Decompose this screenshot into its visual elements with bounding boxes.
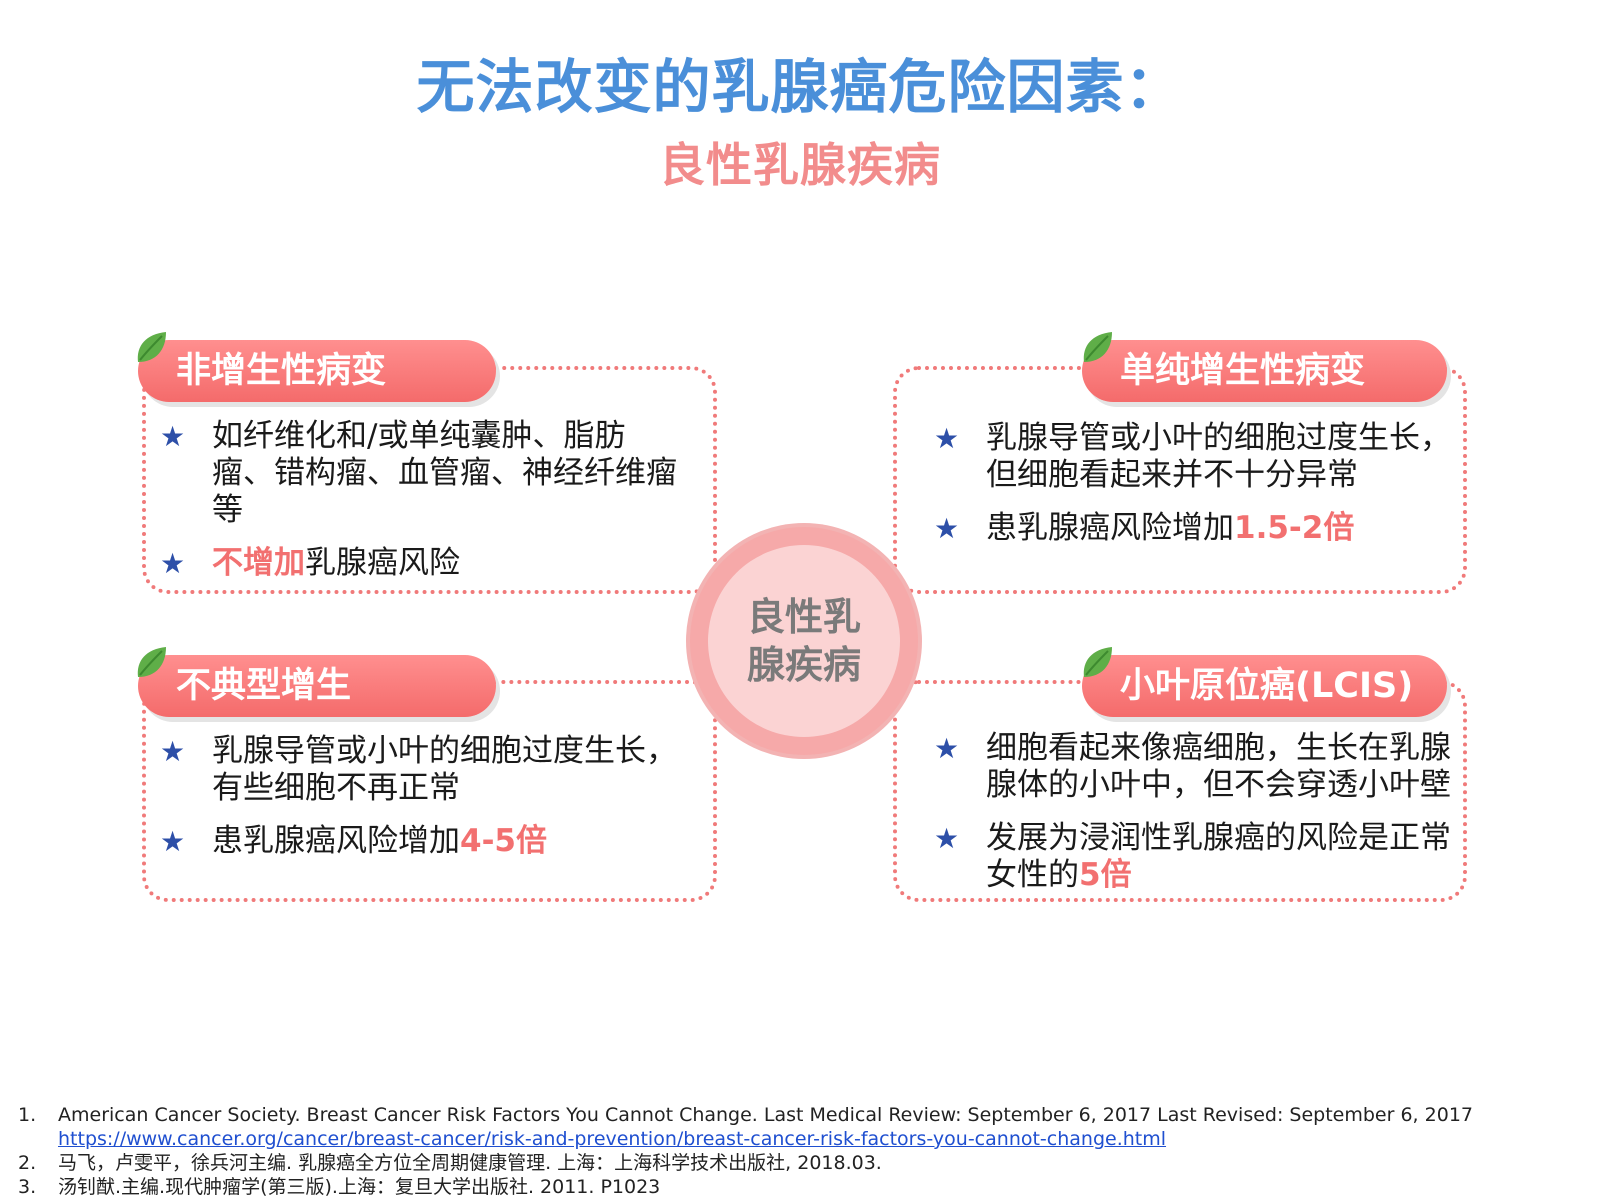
list-item-text: 患乳腺癌风险增加	[986, 510, 1234, 546]
panel-list-simple-hyperplasia: ★ 乳腺导管或小叶的细胞过度生长，但细胞看起来并不十分异常 ★ 患乳腺癌风险增加…	[934, 420, 1454, 563]
reference-text: American Cancer Society. Breast Cancer R…	[58, 1104, 1473, 1126]
list-item: ★ 发展为浸润性乳腺癌的风险是正常女性的5倍	[934, 820, 1454, 894]
star-icon: ★	[934, 822, 960, 855]
list-item: ★ 乳腺导管或小叶的细胞过度生长，有些细胞不再正常	[160, 733, 680, 807]
panel-list-lcis: ★ 细胞看起来像癌细胞，生长在乳腺腺体的小叶中，但不会穿透小叶壁 ★ 发展为浸润…	[934, 730, 1454, 910]
highlight-text: 5倍	[1079, 857, 1132, 893]
star-icon: ★	[160, 825, 186, 858]
panel-heading-simple-hyperplasia: 单纯增生性病变	[1082, 340, 1447, 402]
reference-link[interactable]: https://www.cancer.org/cancer/breast-can…	[58, 1128, 1167, 1150]
reference-number: 2.	[18, 1152, 37, 1174]
center-label: 良性乳腺疾病	[746, 595, 861, 687]
panel-heading-label: 小叶原位癌(LCIS)	[1120, 666, 1414, 706]
list-item-text: 如纤维化和/或单纯囊肿、脂肪瘤、错构瘤、血管瘤、神经纤维瘤等	[212, 418, 677, 528]
list-item-text: 乳腺导管或小叶的细胞过度生长，有些细胞不再正常	[212, 733, 677, 806]
panel-list-non-proliferative: ★ 如纤维化和/或单纯囊肿、脂肪瘤、错构瘤、血管瘤、神经纤维瘤等 ★ 不增加乳腺…	[160, 418, 680, 598]
highlight-text: 1.5-2倍	[1234, 510, 1355, 546]
page-subtitle: 良性乳腺疾病	[659, 138, 941, 192]
star-icon: ★	[160, 547, 186, 580]
reference-item: 3. 汤钊猷.主编.现代肿瘤学(第三版).上海：复旦大学出版社. 2011. P…	[18, 1175, 1473, 1199]
page-title: 无法改变的乳腺癌危险因素：	[416, 53, 1184, 121]
panel-heading-atypical-hyperplasia: 不典型增生	[138, 655, 496, 717]
list-item: ★ 乳腺导管或小叶的细胞过度生长，但细胞看起来并不十分异常	[934, 420, 1454, 494]
list-item: ★ 患乳腺癌风险增加1.5-2倍	[934, 510, 1454, 547]
list-item: ★ 不增加乳腺癌风险	[160, 545, 680, 582]
star-icon: ★	[934, 422, 960, 455]
panel-heading-label: 非增生性病变	[176, 351, 387, 391]
center-circle-inner: 良性乳腺疾病	[708, 545, 900, 737]
list-item: ★ 患乳腺癌风险增加4-5倍	[160, 823, 680, 860]
reference-text: 汤钊猷.主编.现代肿瘤学(第三版).上海：复旦大学出版社. 2011. P102…	[58, 1176, 661, 1198]
panel-heading-label: 不典型增生	[176, 666, 352, 706]
panel-heading-lcis: 小叶原位癌(LCIS)	[1082, 655, 1447, 717]
leaf-icon	[1083, 332, 1112, 362]
star-icon: ★	[160, 735, 186, 768]
list-item-text: 发展为浸润性乳腺癌的风险是正常女性的	[986, 820, 1451, 893]
reference-text: 马飞，卢雯平，徐兵河主编. 乳腺癌全方位全周期健康管理. 上海：上海科学技术出版…	[58, 1152, 882, 1174]
highlight-text: 4-5倍	[460, 823, 548, 859]
reference-number: 3.	[18, 1176, 37, 1198]
references: 1. American Cancer Society. Breast Cance…	[18, 1103, 1473, 1199]
list-item: ★ 细胞看起来像癌细胞，生长在乳腺腺体的小叶中，但不会穿透小叶壁	[934, 730, 1454, 804]
panel-heading-non-proliferative: 非增生性病变	[138, 340, 496, 402]
list-item: ★ 如纤维化和/或单纯囊肿、脂肪瘤、错构瘤、血管瘤、神经纤维瘤等	[160, 418, 680, 529]
list-item-text: 乳腺导管或小叶的细胞过度生长，但细胞看起来并不十分异常	[986, 420, 1451, 493]
star-icon: ★	[160, 420, 186, 453]
highlight-text: 不增加	[212, 545, 305, 581]
reference-item: 2. 马飞，卢雯平，徐兵河主编. 乳腺癌全方位全周期健康管理. 上海：上海科学技…	[18, 1151, 1473, 1175]
panel-heading-label: 单纯增生性病变	[1120, 351, 1366, 391]
reference-item: 1. American Cancer Society. Breast Cance…	[18, 1103, 1473, 1151]
leaf-icon	[137, 647, 166, 677]
list-item-text: 患乳腺癌风险增加	[212, 823, 460, 859]
panel-list-atypical-hyperplasia: ★ 乳腺导管或小叶的细胞过度生长，有些细胞不再正常 ★ 患乳腺癌风险增加4-5倍	[160, 733, 680, 876]
reference-number: 1.	[18, 1104, 37, 1126]
center-circle: 良性乳腺疾病	[690, 527, 918, 755]
star-icon: ★	[934, 512, 960, 545]
list-item-text: 乳腺癌风险	[305, 545, 460, 581]
list-item-text: 细胞看起来像癌细胞，生长在乳腺腺体的小叶中，但不会穿透小叶壁	[986, 730, 1451, 803]
star-icon: ★	[934, 732, 960, 765]
leaf-icon	[1083, 647, 1112, 677]
leaf-icon	[137, 332, 166, 362]
